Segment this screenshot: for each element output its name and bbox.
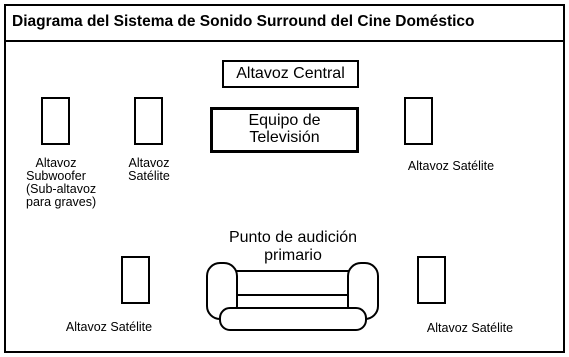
subwoofer-label: Altavoz Subwoofer (Sub-altavoz para grav…: [26, 156, 97, 210]
front-left-satellite-label-line2: Satélite: [128, 169, 170, 184]
subwoofer-label-line3: (Sub-altavoz: [26, 182, 97, 197]
title-bar: Diagrama del Sistema de Sonido Surround …: [6, 6, 563, 42]
rear-left-satellite-speaker-icon: [121, 256, 150, 304]
rear-right-satellite-label: Altavoz Satélite: [426, 321, 514, 335]
subwoofer-label-line2: Subwoofer: [26, 169, 86, 184]
tv-label: Equipo de Televisión: [213, 110, 356, 150]
tv-label-line1: Equipo de: [248, 112, 321, 130]
rear-right-satellite-speaker-icon: [417, 256, 446, 304]
subwoofer-label-line4: para graves): [26, 195, 97, 210]
listening-point-label: Punto de audición primario: [210, 229, 376, 266]
front-right-satellite-speaker-icon: [404, 97, 433, 145]
subwoofer-label-line1: Altavoz: [35, 156, 77, 170]
rear-left-satellite-label: Altavoz Satélite: [65, 320, 153, 334]
front-left-satellite-label: Altavoz Satélite: [122, 156, 176, 184]
subwoofer-speaker-icon: [41, 97, 70, 145]
front-left-satellite-speaker-icon: [134, 97, 163, 145]
diagram-title: Diagrama del Sistema de Sonido Surround …: [12, 13, 475, 30]
tv-box: Equipo de Televisión: [210, 107, 359, 153]
listening-point-label-line2: primario: [264, 247, 322, 265]
front-left-satellite-label-line1: Altavoz: [128, 156, 170, 170]
center-speaker-box: Altavoz Central: [222, 60, 359, 88]
tv-label-line2: Televisión: [249, 129, 320, 146]
listening-point-label-line1: Punto de audición: [228, 229, 358, 246]
front-right-satellite-label: Altavoz Satélite: [407, 159, 495, 173]
center-speaker-label: Altavoz Central: [236, 64, 345, 82]
